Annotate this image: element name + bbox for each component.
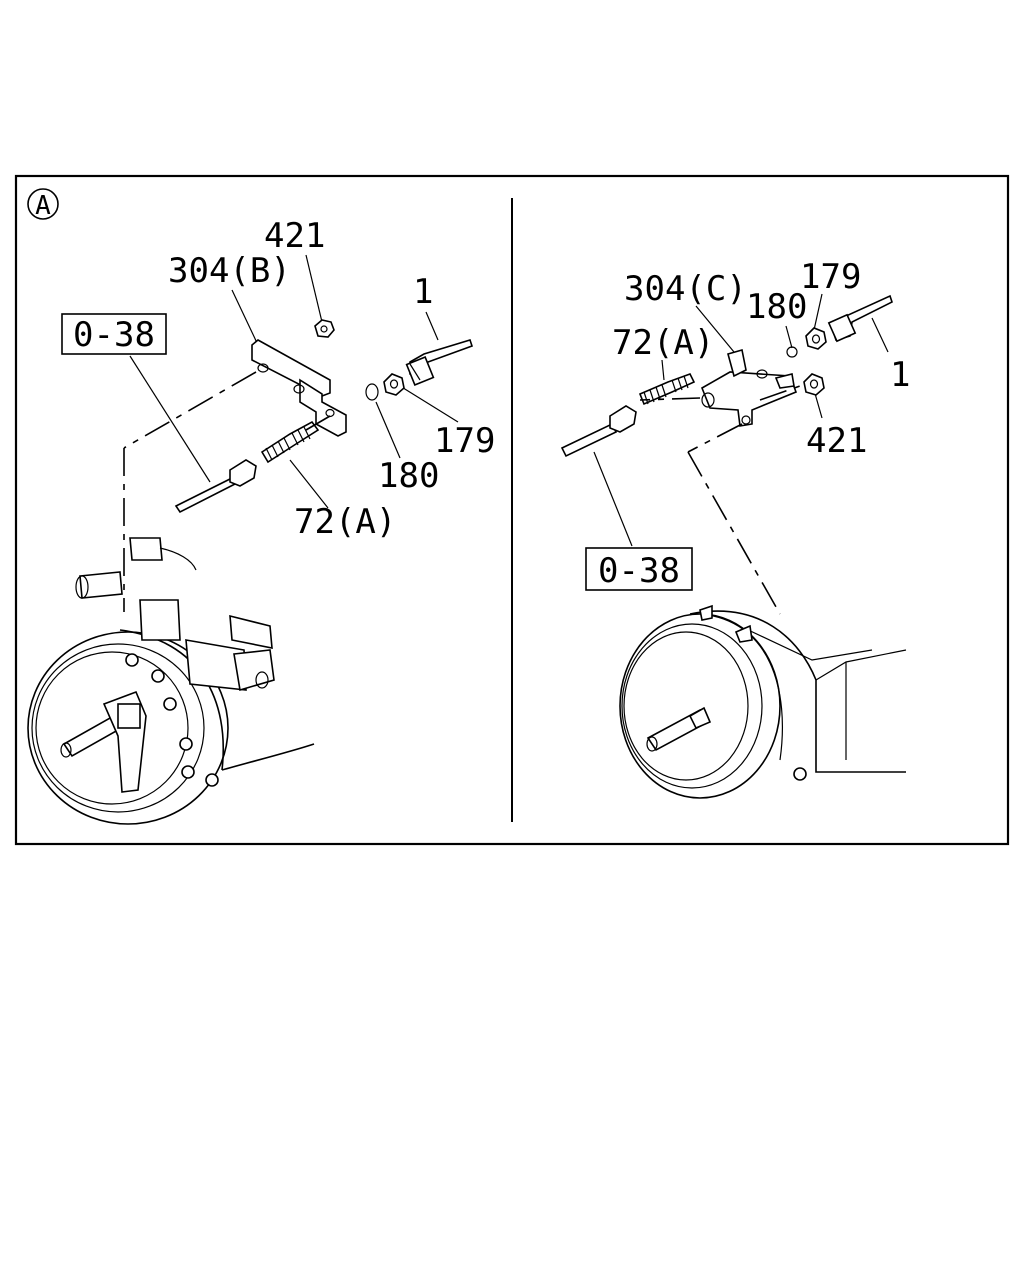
left-pump-housing bbox=[27, 537, 315, 825]
right-panel: 304(C) 179 180 72(A) 1 421 0-38 bbox=[560, 257, 910, 799]
right-ref-box-0-38: 0-38 bbox=[585, 547, 693, 591]
left-hose-1 bbox=[405, 339, 474, 386]
right-callout-180: 180 bbox=[746, 287, 807, 327]
left-assembly-lines bbox=[123, 371, 331, 612]
left-panel: 421 304(B) 1 0-38 179 180 72(A) bbox=[27, 216, 495, 825]
left-fitting-72a bbox=[260, 420, 320, 464]
left-bracket-304b bbox=[251, 339, 347, 437]
right-pipe-0-38 bbox=[560, 405, 637, 458]
right-ref-box-label: 0-38 bbox=[598, 551, 680, 591]
right-nut-179 bbox=[805, 327, 827, 350]
section-marker-letter: A bbox=[35, 191, 51, 221]
right-hose-1 bbox=[827, 294, 893, 343]
right-washer-180 bbox=[786, 346, 798, 358]
left-washer-180 bbox=[365, 383, 379, 401]
left-ref-box-0-38: 0-38 bbox=[61, 313, 167, 355]
left-callout-179: 179 bbox=[434, 421, 495, 461]
left-leader-lines bbox=[129, 254, 459, 509]
section-marker: A bbox=[27, 188, 59, 221]
left-nut-179 bbox=[383, 373, 405, 396]
right-assembly-lines bbox=[639, 385, 801, 615]
diagram-frame bbox=[14, 174, 1010, 846]
right-bracket-304c bbox=[700, 348, 798, 427]
left-pipe-0-38 bbox=[174, 459, 257, 514]
left-callout-72a: 72(A) bbox=[294, 502, 396, 542]
right-callout-304c: 304(C) bbox=[624, 269, 747, 309]
right-callout-1: 1 bbox=[890, 355, 910, 395]
left-ref-box-label: 0-38 bbox=[73, 315, 155, 355]
right-callout-72a: 72(A) bbox=[612, 323, 714, 363]
left-nut-421 bbox=[314, 319, 335, 338]
right-nut-421 bbox=[803, 373, 825, 396]
left-callout-304b: 304(B) bbox=[168, 251, 291, 291]
left-callout-180: 180 bbox=[378, 456, 439, 496]
right-callout-179: 179 bbox=[800, 257, 861, 297]
right-pump-housing bbox=[619, 604, 907, 799]
left-callout-1: 1 bbox=[413, 272, 433, 312]
left-callout-421: 421 bbox=[264, 216, 325, 256]
right-fitting-72a bbox=[638, 373, 696, 406]
right-callout-421: 421 bbox=[806, 421, 867, 461]
